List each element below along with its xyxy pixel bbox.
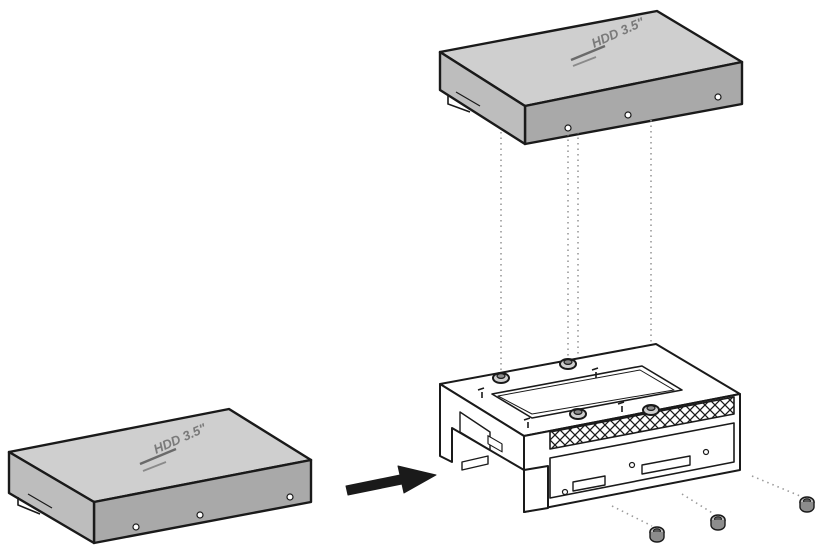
cage-vent-strip [549,396,735,450]
screw-hole [564,124,572,132]
insert-direction-arrow [345,465,437,496]
screw-hole [196,511,204,519]
hdd-top-left-side [438,50,527,146]
screw-icon [710,514,726,531]
hdd-left: HDD 3.5" [7,407,313,545]
drive-cage [439,343,741,513]
screw-hole [624,111,632,119]
screw-icon [649,526,665,543]
cage-top-cutout [491,365,683,419]
cage-slot [572,475,606,492]
cage-slot [641,455,691,475]
screw-hole [132,523,140,531]
mount-hole [702,448,710,456]
mount-hole [561,488,569,496]
screw-hole [714,93,722,101]
hdd-top: HDD 3.5" [438,9,744,146]
screw-hole [286,493,294,501]
screw-guides [611,475,801,527]
cage-bottom-flange [523,465,549,513]
hdd-left-short-side [7,450,96,545]
mount-hole [628,461,636,469]
screw-icon [799,496,815,513]
screws [649,496,815,543]
